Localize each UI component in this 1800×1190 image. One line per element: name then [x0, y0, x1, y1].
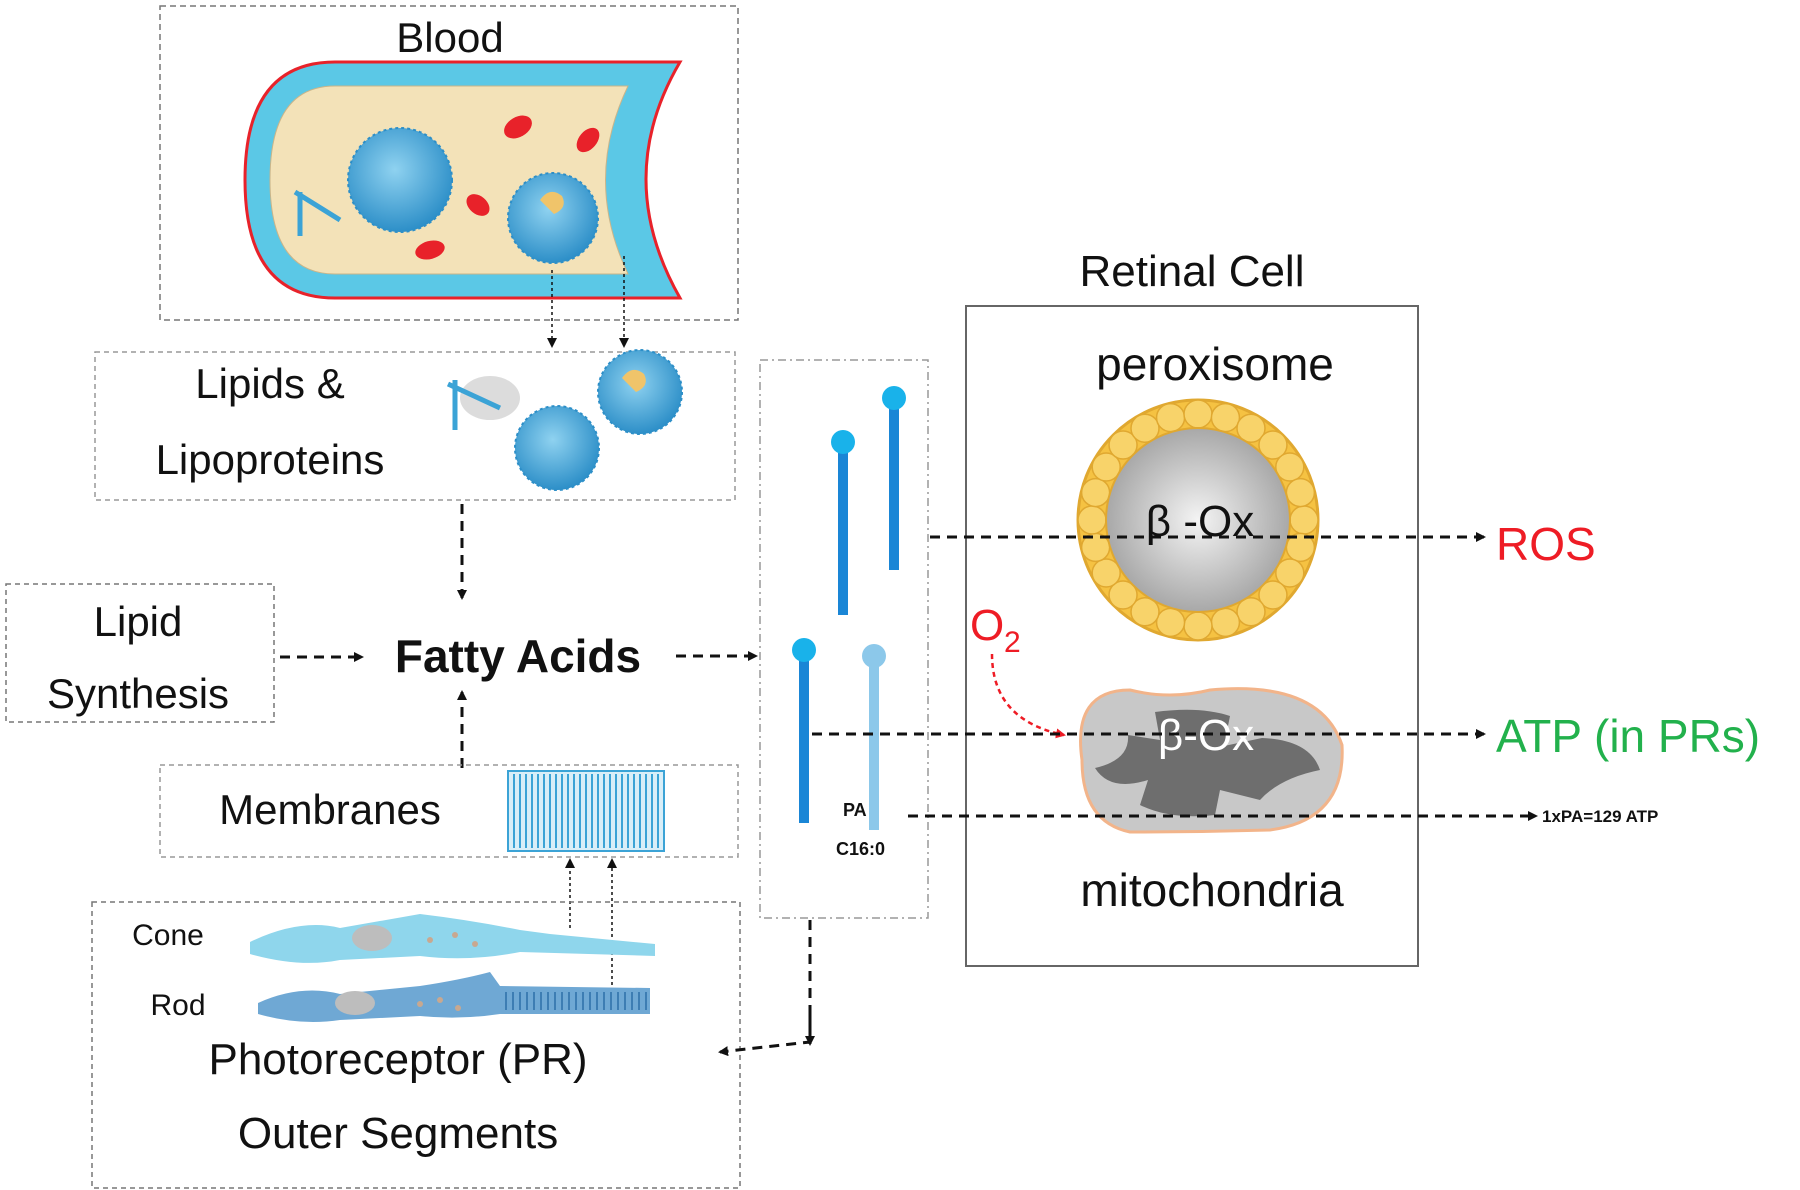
mitochondria-label: mitochondria — [1080, 864, 1344, 916]
synthesis-label-line1: Lipid — [94, 598, 183, 645]
lipoprotein-particle — [507, 172, 599, 264]
membranes-panel: Membranes — [159, 764, 739, 858]
palmitic-acid-molecule — [862, 644, 886, 830]
cone-cell-illustration — [250, 914, 655, 963]
peroxisome-membrane-bead — [1183, 399, 1213, 429]
peroxisome-membrane-bead — [1091, 452, 1121, 482]
peroxisome-membrane-bead — [1091, 558, 1121, 588]
retinal-cell-label: Retinal Cell — [1080, 247, 1305, 296]
peroxisome-membrane-bead — [1285, 477, 1316, 508]
peroxisome-membrane-bead — [1275, 452, 1305, 482]
peroxisome-membrane-bead — [1155, 607, 1186, 638]
oxygen-symbol: O — [970, 601, 1004, 650]
pa-atp-yield-label: 1xPA=129 ATP — [1542, 807, 1658, 826]
peroxisome-beta-ox-label: β -Ox — [1146, 497, 1254, 546]
oxygen-label: O 2 — [970, 601, 1021, 659]
membrane-stack-illustration — [507, 770, 665, 852]
oxygen-subscript: 2 — [1004, 626, 1021, 659]
peroxisome-membrane-bead — [1108, 580, 1138, 610]
peroxisome-membrane-bead — [1275, 558, 1305, 588]
pa-carbon-label: C16:0 — [836, 839, 885, 859]
membranes-label: Membranes — [219, 786, 441, 833]
retinal-cell-panel: peroxisome β -Ox β-Ox mitochondria — [965, 305, 1419, 967]
peroxisome-membrane-bead — [1155, 402, 1186, 433]
pa-label: PA — [843, 800, 867, 820]
lipoprotein-particle — [514, 405, 600, 491]
peroxisome-membrane-bead — [1130, 413, 1160, 443]
fatty-acid-molecule — [792, 638, 816, 823]
photoreceptor-panel: Cone Rod Photoreceptor (PR) Outer Segmen… — [91, 901, 741, 1189]
peroxisome-label: peroxisome — [1096, 338, 1334, 390]
lipids-lipoproteins-panel: Lipids & Lipoproteins — [94, 349, 736, 501]
atp-label: ATP (in PRs) — [1496, 710, 1760, 762]
blood-vessel-illustration — [243, 60, 683, 300]
peroxisome-membrane-bead — [1080, 477, 1111, 508]
red-blood-cell — [504, 115, 532, 139]
synthesis-label-line2: Synthesis — [47, 670, 229, 717]
rod-cell-illustration — [258, 972, 650, 1022]
arrow-oxygen-to-mitochondria — [990, 653, 1066, 739]
fatty-acids-label: Fatty Acids — [395, 630, 641, 682]
peroxisome-membrane-bead — [1108, 430, 1138, 460]
peroxisome-membrane-bead — [1183, 611, 1213, 641]
peroxisome-illustration: β -Ox — [1076, 398, 1320, 642]
peroxisome-membrane-bead — [1289, 505, 1319, 535]
arrow-chains-to-photoreceptor — [718, 920, 812, 1057]
lipids-label-line1: Lipids & — [195, 360, 344, 407]
lipids-label-line2: Lipoproteins — [156, 436, 385, 483]
lipid-synthesis-panel: Lipid Synthesis — [5, 583, 275, 723]
peroxisome-membrane-bead — [1258, 580, 1288, 610]
peroxisome-membrane-bead — [1236, 413, 1266, 443]
blood-label: Blood — [396, 14, 503, 61]
peroxisome-membrane-bead — [1258, 430, 1288, 460]
peroxisome-membrane-bead — [1210, 607, 1241, 638]
peroxisome-membrane-bead — [1236, 597, 1266, 627]
peroxisome-membrane-bead — [1210, 402, 1241, 433]
peroxisome-membrane-bead — [1130, 597, 1160, 627]
pr-label-line1: Photoreceptor (PR) — [208, 1035, 587, 1084]
cone-label: Cone — [132, 919, 204, 952]
red-blood-cell — [466, 194, 490, 216]
blood-panel: Blood — [159, 5, 739, 321]
ros-label: ROS — [1496, 518, 1596, 570]
fatty-acid-molecule — [882, 386, 906, 570]
mitochondria-illustration: β-Ox — [1079, 687, 1344, 834]
pr-label-line2: Outer Segments — [238, 1109, 558, 1158]
rod-label: Rod — [150, 989, 205, 1022]
lipoprotein-particle — [347, 127, 453, 233]
fatty-acid-molecule — [831, 430, 855, 615]
red-blood-cell — [415, 240, 445, 260]
lipoprotein-particle — [597, 349, 683, 435]
red-blood-cell — [576, 127, 600, 153]
fatty-acid-chains-panel: PA C16:0 — [759, 359, 929, 919]
peroxisome-membrane-bead — [1077, 505, 1107, 535]
